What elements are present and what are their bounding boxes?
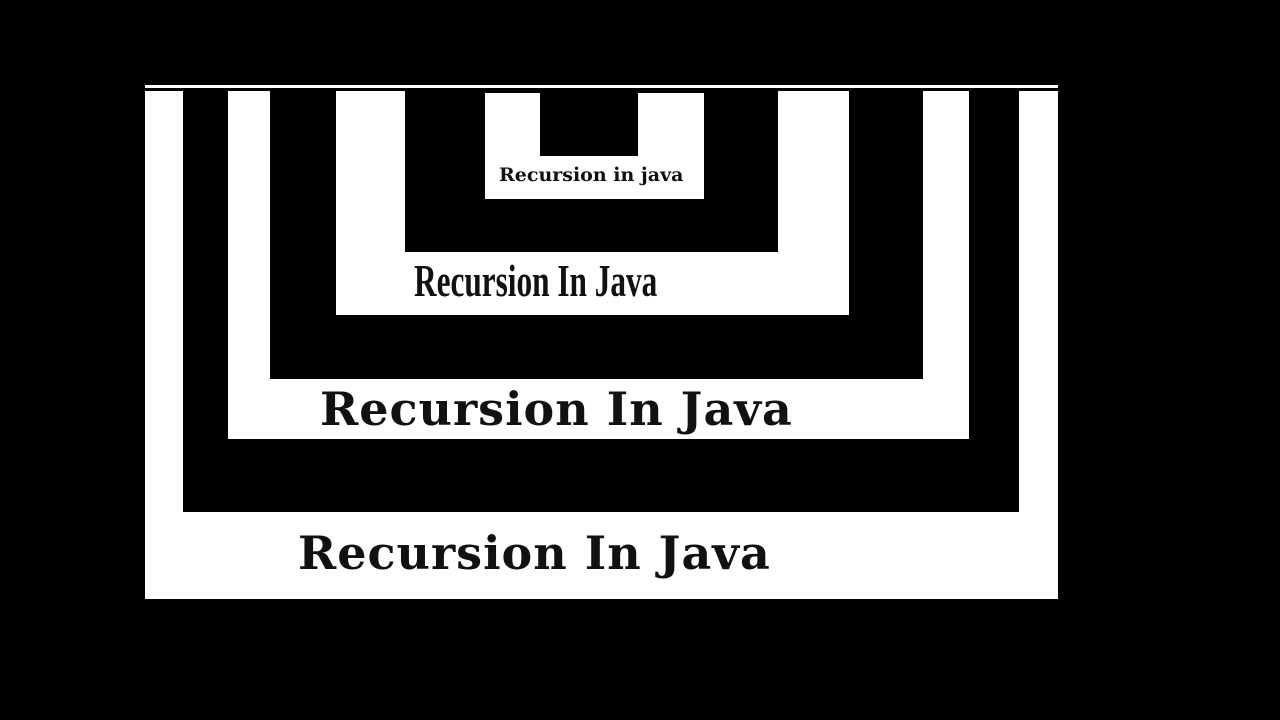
label-level-3: Recursion In Java: [414, 255, 658, 306]
frame-level-4-inner: [540, 93, 638, 156]
label-level-1: Recursion In Java: [298, 526, 771, 580]
label-level-2: Recursion In Java: [320, 382, 793, 436]
top-rule: [145, 85, 1058, 88]
label-level-4: Recursion in java: [499, 164, 684, 186]
